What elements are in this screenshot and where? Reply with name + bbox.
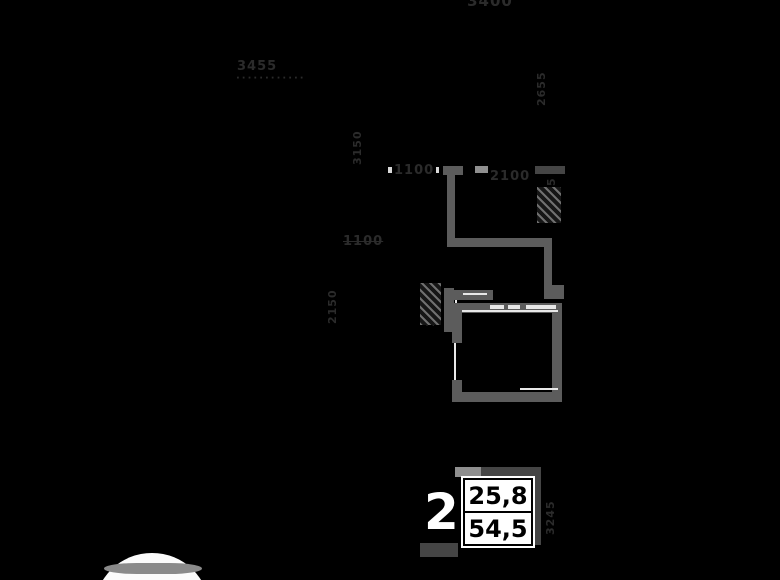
door-swing-hatch-left	[420, 283, 441, 325]
dimension-tick	[436, 167, 439, 173]
dimension-upper-left-ticks: ············	[236, 73, 306, 84]
room-door-line	[454, 343, 456, 381]
unit-total-area: 54,5	[468, 514, 528, 543]
compass-band	[104, 563, 202, 574]
room-wall-right	[552, 303, 562, 402]
room-wall-top	[452, 303, 562, 313]
window-mark	[490, 305, 504, 309]
wall-segment	[475, 166, 488, 173]
dimension-vertical-mid-upper: 3150	[351, 130, 364, 165]
threshold-line	[463, 293, 487, 295]
dimension-top: 3400	[467, 0, 513, 10]
wall-mid-horizontal	[447, 290, 493, 300]
furniture-line	[520, 388, 558, 390]
dimension-vertical-right-lower: 3245	[544, 500, 557, 535]
wall-right-corner	[544, 285, 564, 299]
dimension-vertical-left-mid: 2150	[326, 289, 339, 324]
dimension-2100: 2100	[490, 169, 531, 184]
door-swing-hatch-right	[537, 187, 561, 223]
window-mark	[508, 305, 520, 309]
wall-right-vertical	[544, 238, 552, 286]
dimension-tick	[388, 167, 392, 173]
unit-area-badge: 25,8 54,5	[463, 478, 533, 546]
window-mark	[526, 305, 556, 309]
wall-segment	[420, 543, 458, 557]
dimension-upper-left: 3455	[237, 59, 278, 74]
room-wall-left-upper	[452, 303, 462, 343]
dimension-1100-b: 1100	[343, 234, 384, 249]
dimension-1100-a: 1100	[394, 163, 435, 178]
wall-segment	[530, 467, 541, 545]
wall-mid-vertical	[444, 288, 454, 332]
wall-segment	[481, 467, 532, 477]
wall-top-horizontal	[447, 238, 551, 247]
unit-living-area: 25,8	[465, 480, 531, 513]
room-wall-bottom	[452, 392, 562, 402]
wall-segment	[535, 166, 565, 174]
unit-rooms-count: 2	[424, 483, 459, 541]
wall-entry-vertical	[447, 170, 455, 240]
wall-segment	[455, 467, 481, 477]
room-wall-left-lower	[452, 380, 462, 402]
window-sill-line	[462, 310, 558, 312]
dimension-vertical-right-upper: 2655	[535, 71, 548, 106]
